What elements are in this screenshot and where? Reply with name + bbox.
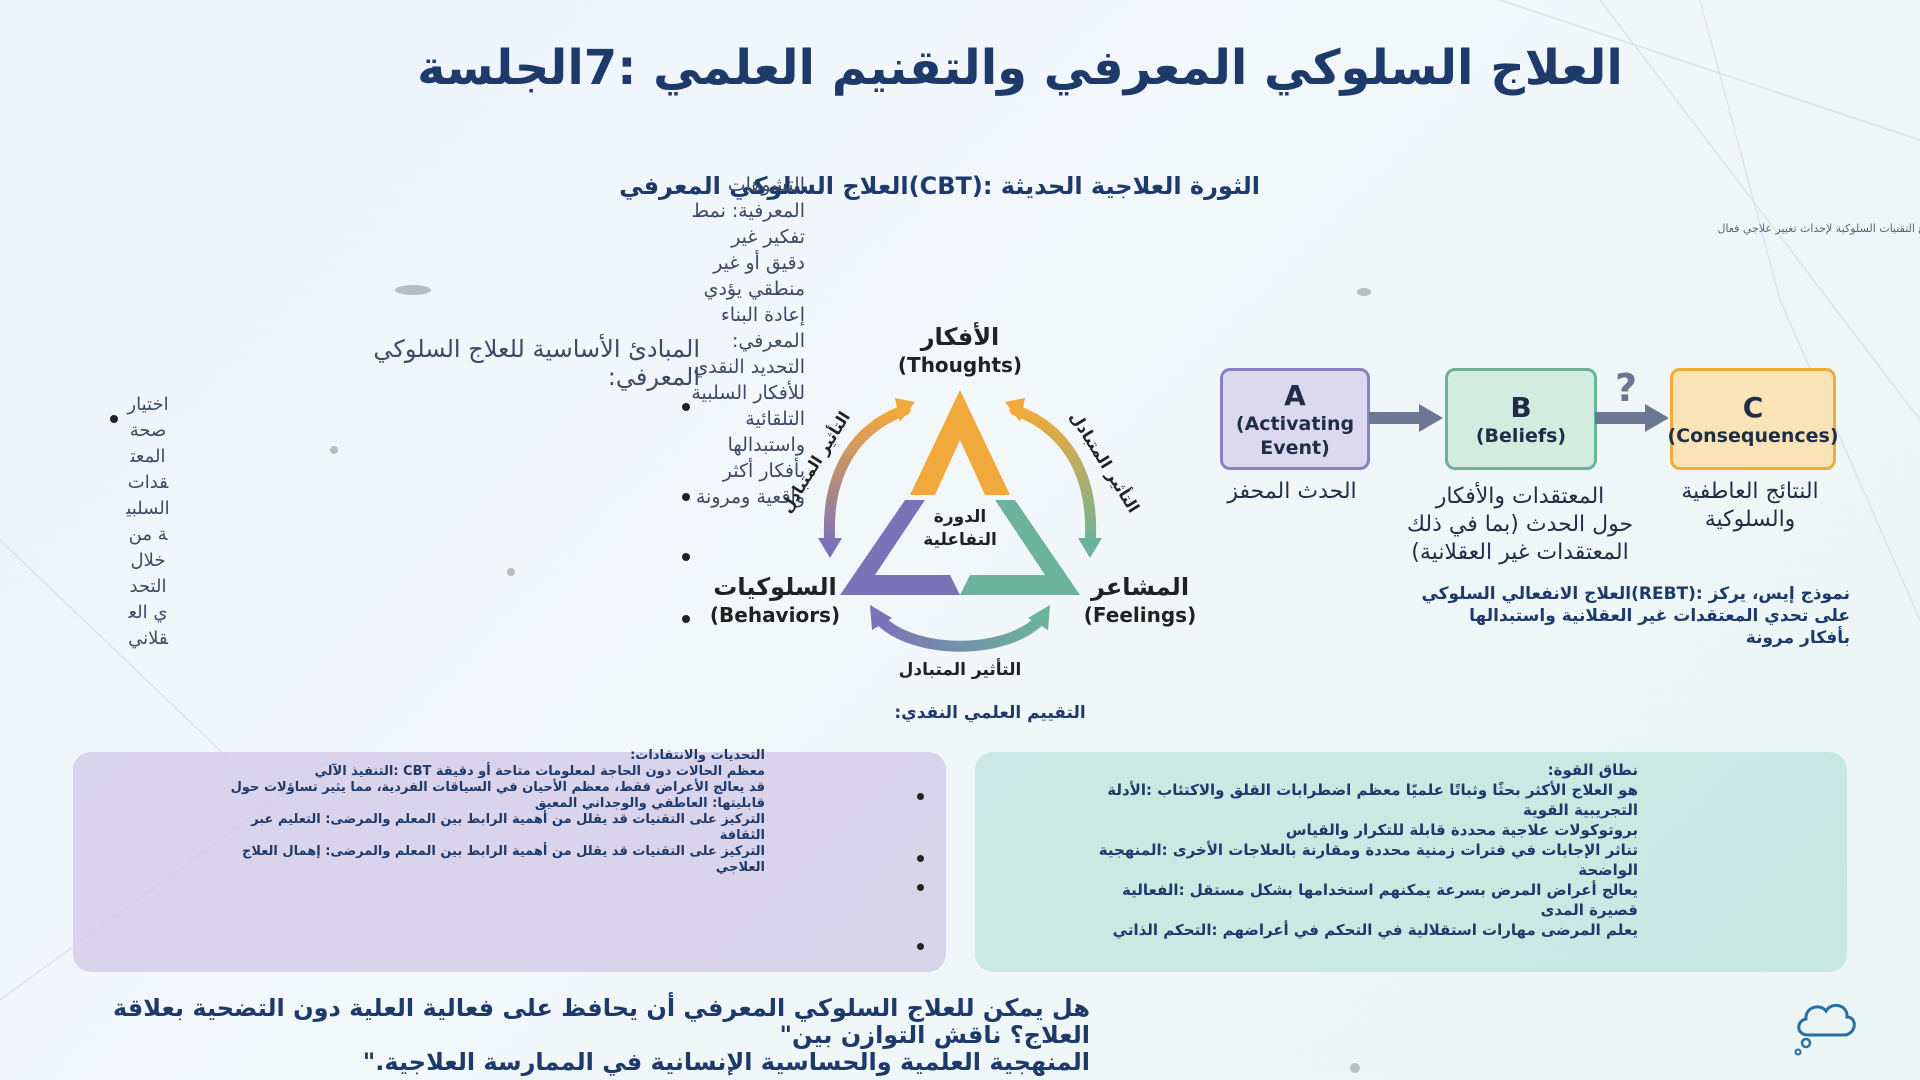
speck <box>1350 1063 1360 1073</box>
strength-item: يعالج أعراض المرض بسرعة يمكنهم استخدامها… <box>1122 881 1638 919</box>
feelings-label-en: (Feelings) <box>1084 603 1196 627</box>
arrow-a-to-b-head <box>1419 404 1443 432</box>
strength-item: تناثر الإجابات في فترات زمنية محددة ومقا… <box>1098 841 1638 879</box>
bullet <box>682 493 690 501</box>
abc-box-b: B (Beliefs) <box>1445 368 1597 470</box>
thoughts-label-en: (Thoughts) <box>898 353 1022 377</box>
vertical-text-column: اختيار صحة المعتقدات السلبية من خلال الت… <box>126 394 170 649</box>
strength-item: هو العلاج الأكثر بحثًا وثباتًا علميًا مع… <box>1107 781 1638 819</box>
thoughts-label-ar: الأفكار <box>920 322 1000 351</box>
critiques-panel <box>73 752 946 972</box>
critique-item: معظم الحالات دون الحاجة لمعلومات متاحة أ… <box>314 764 766 779</box>
critiques-heading: التحديات والانتقادات: <box>630 748 765 763</box>
arrow-bottom-arc <box>874 614 1046 652</box>
question-line1: هل يمكن للعلاج السلوكي المعرفي أن يحافظ … <box>113 994 1090 1049</box>
arrow-b-to-c-head <box>1645 404 1669 432</box>
bullet <box>917 943 924 950</box>
strength-item: يعلم المرضى مهارات استقلالية في التحكم ف… <box>1112 921 1638 939</box>
abc-c-en: (Consequences) <box>1667 424 1839 447</box>
arrow-right-head-bottom <box>1078 538 1102 558</box>
abc-a-en-line2: Event) <box>1260 436 1330 459</box>
behaviors-label-ar: السلوكيات <box>713 573 836 601</box>
critique-item: قد يعالج الأعراض فقط، معظم الأحيان في ال… <box>230 780 765 811</box>
critique-item: التركيز على التقنيات قد يقلل من أهمية ال… <box>241 844 765 875</box>
critiques-text: التحديات والانتقادات: معظم الحالات دون ا… <box>205 748 765 876</box>
abc-b-desc-line1: المعتقدات والأفكار <box>1435 484 1605 509</box>
arrow-a-to-b-shaft <box>1369 412 1419 424</box>
abc-box-a: A (Activating Event) <box>1220 368 1370 470</box>
abc-letter-a: A <box>1284 378 1306 412</box>
cbt-subtitle: الثورة العلاجية الحديثة :(CBT)العلاج الس… <box>619 172 1260 200</box>
triangle-thoughts-segment <box>910 390 1010 495</box>
abc-c-desc-line1: النتائج العاطفية <box>1681 479 1819 504</box>
abc-b-description: المعتقدات والأفكار حول الحدث (بما في ذلك… <box>1395 483 1645 567</box>
bullet <box>917 884 924 891</box>
strengths-heading: نطاق القوة: <box>1547 761 1638 779</box>
rebt-line1: نموذج إيس، يركز :(REBT)العلاج الانفعالي … <box>1421 584 1850 604</box>
edge-text: ع التقنيات السلوكية لإحداث تغيير علاجي ف… <box>1717 222 1920 235</box>
bullet <box>110 415 118 423</box>
bullet <box>917 793 924 800</box>
strength-item: بروتوكولات علاجية محددة قابلة للتكرار وا… <box>1285 821 1638 839</box>
bullet <box>682 403 690 411</box>
abc-b-desc-line2: حول الحدث (بما في ذلك <box>1406 512 1634 537</box>
principles-heading: المبادئ الأساسية للعلاج السلوكي المعرفي: <box>373 335 700 391</box>
bullet <box>682 553 690 561</box>
bullet <box>682 615 690 623</box>
thought-cloud-icon <box>1794 1003 1856 1056</box>
speck <box>330 446 338 454</box>
critique-item: التركيز على التقنيات قد يقلل من أهمية ال… <box>251 812 765 843</box>
abc-arrows <box>1369 404 1669 432</box>
arrow-left-head-top <box>895 398 915 422</box>
cognitive-distortion-text: التشوهات المعرفية: نمط تفكير غير دقيق أو… <box>691 174 805 508</box>
behaviors-label-en: (Behaviors) <box>710 603 840 627</box>
cycle-center-line1: الدورة <box>934 507 986 527</box>
scientific-evaluation-heading: التقييم العلمي النقدي: <box>894 703 1086 723</box>
speck <box>507 568 515 576</box>
arrow-right-head-top <box>1005 398 1025 422</box>
speck <box>395 285 431 295</box>
triangle-feelings-segment <box>960 500 1080 595</box>
question-mark-icon: ? <box>1615 366 1638 410</box>
abc-b-en: (Beliefs) <box>1475 424 1567 447</box>
slide-title: العلاج السلوكي المعرفي والتقنيم العلمي :… <box>417 40 1623 96</box>
abc-c-description: النتائج العاطفية والسلوكية <box>1660 478 1840 534</box>
feelings-label-ar: المشاعر <box>1090 573 1189 601</box>
abc-b-desc-line3: المعتقدات غير العقلانية) <box>1411 540 1629 565</box>
abc-box-c: C (Consequences) <box>1667 368 1839 470</box>
question-line2: المنهجية العلمية والحساسية الإنسانية في … <box>362 1048 1090 1076</box>
cycle-center-line2: التفاعلية <box>923 530 997 550</box>
arrow-left-head-bottom <box>818 538 842 558</box>
abc-a-en-line1: (Activating <box>1235 412 1355 435</box>
speck <box>1357 288 1371 296</box>
rebt-note: نموذج إيس، يركز :(REBT)العلاج الانفعالي … <box>1420 583 1850 649</box>
discussion-question: هل يمكن للعلاج السلوكي المعرفي أن يحافظ … <box>90 995 1090 1076</box>
abc-letter-c: C <box>1742 390 1764 424</box>
mutual-influence-bottom: التأثير المتبادل <box>899 658 1022 680</box>
arrow-bottom-head-left <box>870 605 892 630</box>
arrow-right-arc <box>1009 404 1097 551</box>
triangle-behaviors-segment <box>840 500 960 595</box>
cbt-cycle-diagram: الأفكار (Thoughts) المشاعر (Feelings) ال… <box>710 322 1196 680</box>
arrow-bottom-head-right <box>1028 605 1050 630</box>
arrow-b-to-c-shaft <box>1595 412 1645 424</box>
abc-c-desc-line2: والسلوكية <box>1704 507 1796 532</box>
arrow-left-arc <box>823 404 911 551</box>
bullet <box>917 855 924 862</box>
strengths-text: نطاق القوة: هو العلاج الأكثر بحثًا وثبات… <box>1078 760 1638 940</box>
abc-letter-b: B <box>1510 390 1532 424</box>
strengths-panel <box>975 752 1847 972</box>
rebt-line2: على تحدي المعتقدات غير العقلانية واستبدا… <box>1469 606 1850 648</box>
abc-a-description: الحدث المحفز <box>1227 479 1357 504</box>
